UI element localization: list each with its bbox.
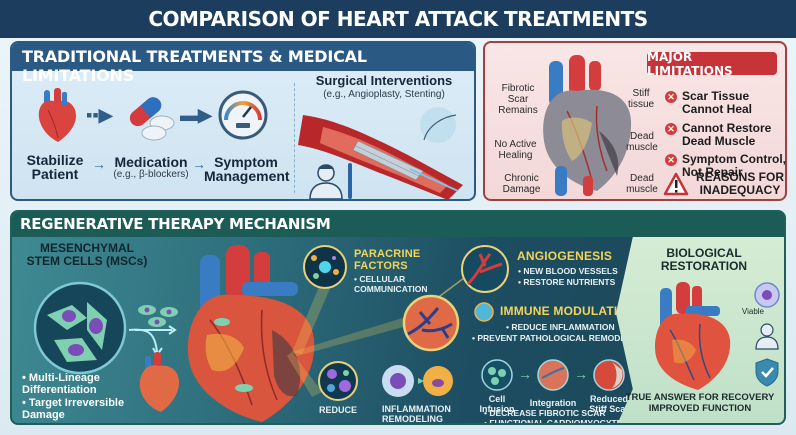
migrating-cells-icon bbox=[128, 305, 178, 357]
step-arrow-icon: → bbox=[92, 156, 106, 172]
traditional-treatments-panel: TRADITIONAL TREATMENTS & MEDICAL LIMITAT… bbox=[10, 41, 476, 201]
damaged-heart-icon bbox=[543, 55, 632, 196]
label-chronic-damage: Chronic Damage bbox=[502, 173, 541, 195]
cell-infusion-label: Cell Infusion bbox=[479, 394, 515, 414]
limitation-item: ✕ Scar Tissue Cannot Heal bbox=[665, 90, 777, 116]
small-heart-icon bbox=[139, 352, 179, 412]
pill-icon bbox=[129, 97, 175, 141]
traditional-header: TRADITIONAL TREATMENTS & MEDICAL LIMITAT… bbox=[12, 43, 474, 85]
x-circle-icon: ✕ bbox=[665, 91, 677, 103]
surgical-subtitle: (e.g., Angioplasty, Stenting) bbox=[323, 89, 445, 100]
reduced-scar-icon bbox=[593, 359, 625, 391]
immune-modulation-title: IMMUNE MODULATION bbox=[500, 304, 636, 318]
shield-check-icon bbox=[755, 358, 779, 387]
viable-label: Viable bbox=[741, 307, 764, 316]
cell-infusion-icon bbox=[481, 359, 513, 391]
angiogenesis-sub: • RESTORE NUTRIENTS bbox=[518, 277, 616, 287]
paracrine-sub: • CELLULAR COMMUNICATION bbox=[354, 274, 428, 294]
reduced-scar-label: Reduced Stiff Scar bbox=[589, 394, 629, 414]
regenerative-therapy-panel: REGENERATIVE THERAPY MECHANISM MESENCHYM… bbox=[10, 210, 786, 425]
inflammation-cells-icon bbox=[382, 365, 453, 397]
msc-bullet: • Multi-Lineage Differentiation bbox=[22, 372, 100, 396]
msc-bullet: • Target Irreversible Damage bbox=[22, 397, 125, 421]
gauge-icon bbox=[218, 90, 268, 140]
section-divider bbox=[294, 83, 295, 193]
step-arrow-icon: → bbox=[192, 156, 206, 172]
healthy-heart-icon bbox=[655, 282, 731, 390]
angiogenesis-title: ANGIOGENESIS bbox=[517, 249, 613, 263]
label-fibrotic-scar: Fibrotic Scar Remains bbox=[498, 83, 538, 116]
paracrine-title: PARACRINE FACTORS bbox=[354, 248, 421, 272]
warning-icon bbox=[663, 172, 689, 196]
step-medication: Medication (e.g., β-blockers) bbox=[113, 154, 189, 180]
gradient-arrow-icon: ▬▶ bbox=[180, 105, 212, 125]
angiogenesis-sub: • NEW BLOOD VESSELS bbox=[518, 266, 618, 276]
msc-title: MESENCHYMAL STEM CELLS (MSCs) bbox=[26, 241, 148, 268]
step-stabilize: Stabilize Patient bbox=[26, 152, 84, 182]
major-limitations-badge: MAJOR LIMITATIONS bbox=[647, 50, 777, 78]
label-no-active-healing: No Active Healing bbox=[494, 139, 537, 161]
step-symptom-management: Symptom Management bbox=[204, 154, 290, 184]
label-stiff-tissue: Stiff tissue bbox=[627, 88, 655, 110]
title-bar: COMPARISON OF HEART ATTACK TREATMENTS bbox=[0, 0, 796, 38]
doctor-icon bbox=[309, 164, 343, 199]
artery-stent-icon bbox=[298, 107, 463, 199]
limitations-panel: MAJOR LIMITATIONS Fibrotic Scar Remains … bbox=[483, 41, 787, 201]
reduce-label: REDUCE bbox=[318, 405, 357, 415]
regenerating-heart-icon bbox=[187, 245, 315, 422]
heart-icon bbox=[38, 88, 76, 142]
limitation-item: ✕ Cannot Restore Dead Muscle bbox=[665, 122, 777, 148]
doctor-icon bbox=[755, 323, 779, 350]
stem-cells-icon bbox=[33, 281, 127, 375]
integration-icon bbox=[537, 359, 569, 391]
catheter-icon bbox=[348, 163, 352, 199]
immune-cell-icon bbox=[474, 302, 494, 322]
label-dead-muscle-1: Dead muscle bbox=[626, 131, 658, 153]
reasons-for-inadequacy: REASONS FOR INADEQUACY bbox=[663, 171, 785, 197]
flow-arrow-icon: → bbox=[518, 366, 532, 382]
biological-restoration-title: BIOLOGICAL RESTORATION bbox=[660, 246, 748, 273]
viable-cell-icon bbox=[754, 282, 780, 308]
restoration-footer: TRUE ANSWER FOR RECOVERY IMPROVED FUNCTI… bbox=[625, 392, 775, 414]
vessel-network-icon bbox=[402, 294, 460, 352]
inflammation-remodeling-label: INFLAMMATION REMODELING bbox=[382, 404, 451, 424]
angiogenesis-icon bbox=[461, 245, 509, 293]
surgical-title: Surgical Interventions bbox=[315, 73, 453, 88]
integration-label: Integration bbox=[529, 398, 577, 408]
reduce-cells-icon bbox=[318, 361, 358, 401]
limitation-item: ✕ Symptom Control, Not Repair bbox=[665, 153, 787, 179]
flow-bullet: • FUNCTIONAL CARDIOMYOCYTES bbox=[484, 418, 629, 425]
flow-bullet: • DECREASE FIBROTIC SCAR bbox=[484, 408, 606, 418]
paracrine-icon bbox=[303, 245, 347, 289]
immune-sub: • REDUCE INFLAMMATION bbox=[506, 322, 615, 332]
immune-sub: • PREVENT PATHOLOGICAL REMODELING bbox=[472, 333, 647, 343]
x-circle-icon: ✕ bbox=[665, 123, 677, 135]
page-title: COMPARISON OF HEART ATTACK TREATMENTS bbox=[148, 7, 648, 31]
regenerative-header: REGENERATIVE THERAPY MECHANISM bbox=[12, 212, 784, 237]
dashed-arrow-icon: ▪▪▶ bbox=[86, 105, 113, 125]
label-dead-muscle-2: Dead muscle bbox=[626, 173, 658, 195]
flow-arrow-icon: → bbox=[574, 366, 588, 382]
x-circle-icon: ✕ bbox=[665, 154, 677, 166]
